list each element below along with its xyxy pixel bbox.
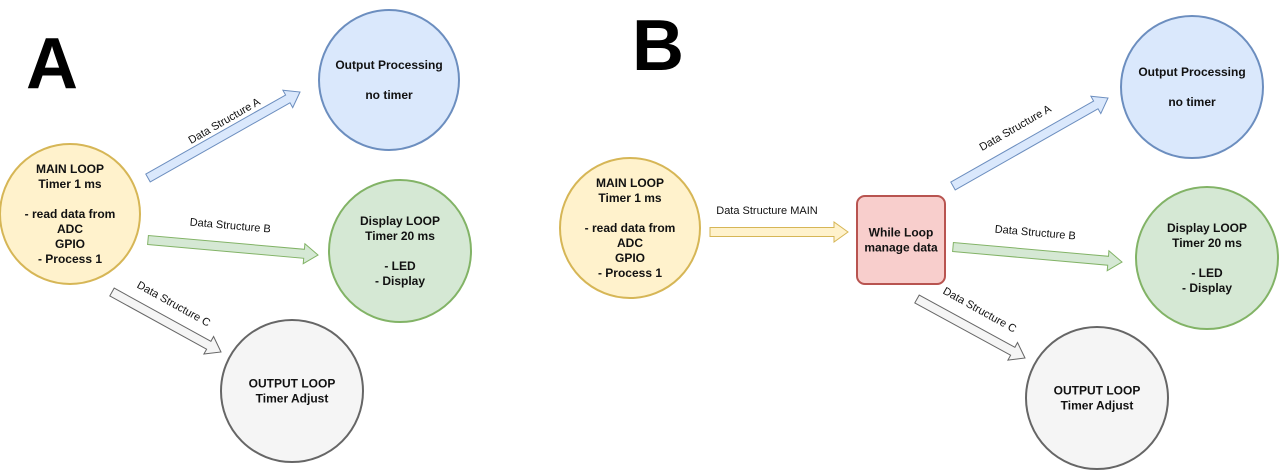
arrow-shape (914, 294, 1026, 361)
node-rect (856, 195, 946, 285)
arrow-shape (709, 221, 849, 243)
node-text-line: OUTPUT LOOP (1054, 384, 1141, 398)
node-circle (1025, 326, 1169, 470)
panel-a: A Data Structure A Data Structure B Data St… (0, 9, 472, 463)
node-text-line: ADC (617, 236, 643, 250)
node-circle (220, 319, 364, 463)
node-text-line: GPIO (55, 237, 85, 251)
node-text-line: Output Processing (335, 58, 442, 72)
node-text-line: - read data from (25, 207, 116, 221)
node-output-processing: Output Processing no timer (318, 9, 460, 151)
edge-label: Data Structure MAIN (716, 205, 818, 217)
arrow-shape (109, 287, 222, 355)
node-text-line: Timer Adjust (256, 392, 329, 406)
node-circle (559, 157, 701, 299)
node-text-line: MAIN LOOP (596, 176, 664, 190)
node-text-line: Output Processing (1138, 65, 1245, 79)
node-text-line: Display LOOP (1167, 221, 1247, 235)
node-text-line: no timer (365, 88, 413, 102)
node-circle (1120, 15, 1264, 159)
arrow-shape (952, 241, 1123, 272)
panel-b: B Data Structure MAIN Data Structure A Data… (559, 6, 1279, 470)
node-circle (1135, 186, 1279, 330)
node-text-line: MAIN LOOP (36, 162, 104, 176)
node-text-line: - LED (384, 259, 416, 273)
edge-label: Data Structure B (189, 216, 271, 235)
node-text-line: - read data from (585, 221, 676, 235)
edge-arrow: Data Structure MAIN (709, 205, 849, 243)
node-circle (0, 143, 141, 285)
node-text-line: GPIO (615, 251, 645, 265)
node-text-line: OUTPUT LOOP (249, 377, 336, 391)
node-text-line: Timer 1 ms (38, 177, 101, 191)
node-text-line: Timer 20 ms (365, 229, 435, 243)
node-text-line: - LED (1191, 266, 1223, 280)
node-text-line: Timer 20 ms (1172, 236, 1242, 250)
node-text-line: Timer 1 ms (598, 191, 661, 205)
node-text-line: - Process 1 (598, 266, 662, 280)
edge-arrow: Data Structure B (147, 216, 319, 265)
panel-letter: A (26, 24, 78, 104)
panel-letter: B (632, 6, 684, 86)
edge-arrow: Data Structure A (145, 89, 301, 183)
node-text-line: - Display (375, 274, 425, 288)
node-text-line: ADC (57, 222, 83, 236)
node-text-line: - Process 1 (38, 252, 102, 266)
node-text-line: While Loop (869, 226, 934, 240)
edge-arrow: Data Structure A (950, 95, 1109, 191)
edge-label: Data Structure B (994, 223, 1076, 242)
edge-arrow: Data Structure B (952, 223, 1123, 272)
node-output-processing: Output Processing no timer (1120, 15, 1264, 159)
node-text-line: - Display (1182, 281, 1232, 295)
arrow-shape (147, 234, 319, 265)
edge-arrow: Data Structure C (914, 285, 1026, 361)
arrow-shape (145, 89, 301, 183)
node-circle (318, 9, 460, 151)
node-text-line: Display LOOP (360, 214, 440, 228)
node-text-line: Timer Adjust (1061, 399, 1134, 413)
node-circle (328, 179, 472, 323)
node-text-line: no timer (1168, 95, 1216, 109)
node-text-line: manage data (864, 241, 938, 255)
arrow-shape (950, 95, 1109, 191)
edge-arrow: Data Structure C (109, 279, 222, 355)
